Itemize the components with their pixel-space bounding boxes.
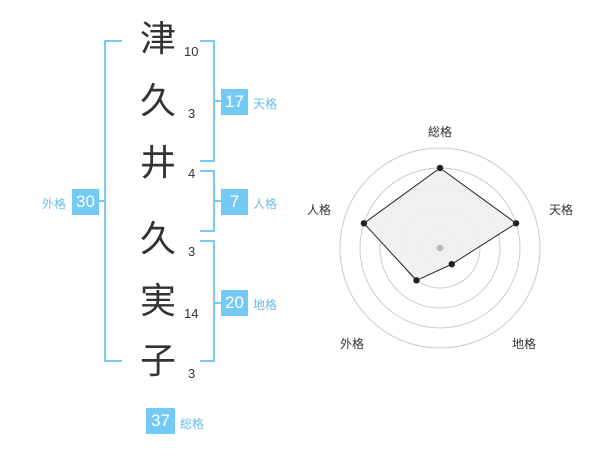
chikaku-bracket	[200, 240, 215, 362]
gaikaku-connector	[97, 200, 105, 202]
name-char-4: 久	[139, 219, 176, 260]
radar-label-chikaku: 地格	[512, 337, 537, 351]
radar-ring-5	[339, 147, 541, 349]
gaikaku-bracket	[104, 40, 122, 362]
radar-point-gaikaku	[413, 277, 420, 284]
tenkaku-connector	[213, 100, 221, 102]
stroke-count-3: 4	[188, 166, 196, 181]
jinkaku-label: 人格	[253, 197, 278, 211]
radar-label-soukaku: 総格	[428, 125, 453, 139]
radar-label-tenkaku: 天格	[549, 203, 574, 217]
soukaku-label: 総格	[180, 417, 205, 431]
radar-label-gaikaku: 外格	[340, 337, 365, 351]
stroke-count-1: 10	[184, 44, 199, 59]
radar-point-soukaku	[436, 164, 444, 172]
stroke-count-2: 3	[188, 106, 196, 121]
tenkaku-value: 17	[221, 89, 248, 115]
name-char-6: 子	[139, 341, 176, 382]
radar-center-dot	[436, 244, 444, 252]
name-char-1: 津	[139, 19, 176, 60]
gaikaku-value: 30	[72, 189, 99, 215]
radar-polygon	[363, 167, 517, 282]
radar-label-jinkaku: 人格	[307, 203, 332, 217]
jinkaku-value: 7	[221, 189, 248, 215]
name-char-2: 久	[139, 81, 176, 122]
gaikaku-label: 外格	[42, 197, 67, 211]
name-char-5: 実	[139, 281, 176, 322]
stroke-count-5: 14	[184, 306, 199, 321]
chikaku-value: 20	[221, 290, 248, 316]
radar-point-chikaku	[448, 260, 455, 268]
radar-point-jinkaku	[360, 220, 368, 227]
tenkaku-label: 天格	[253, 97, 278, 111]
jinkaku-connector	[213, 200, 221, 202]
name-char-3: 井	[139, 143, 176, 184]
stroke-count-4: 3	[188, 244, 196, 259]
soukaku-value: 37	[146, 408, 175, 434]
chikaku-connector	[213, 302, 221, 304]
radar-point-tenkaku	[512, 220, 520, 227]
stroke-count-6: 3	[188, 366, 196, 381]
chikaku-label: 地格	[253, 298, 278, 312]
